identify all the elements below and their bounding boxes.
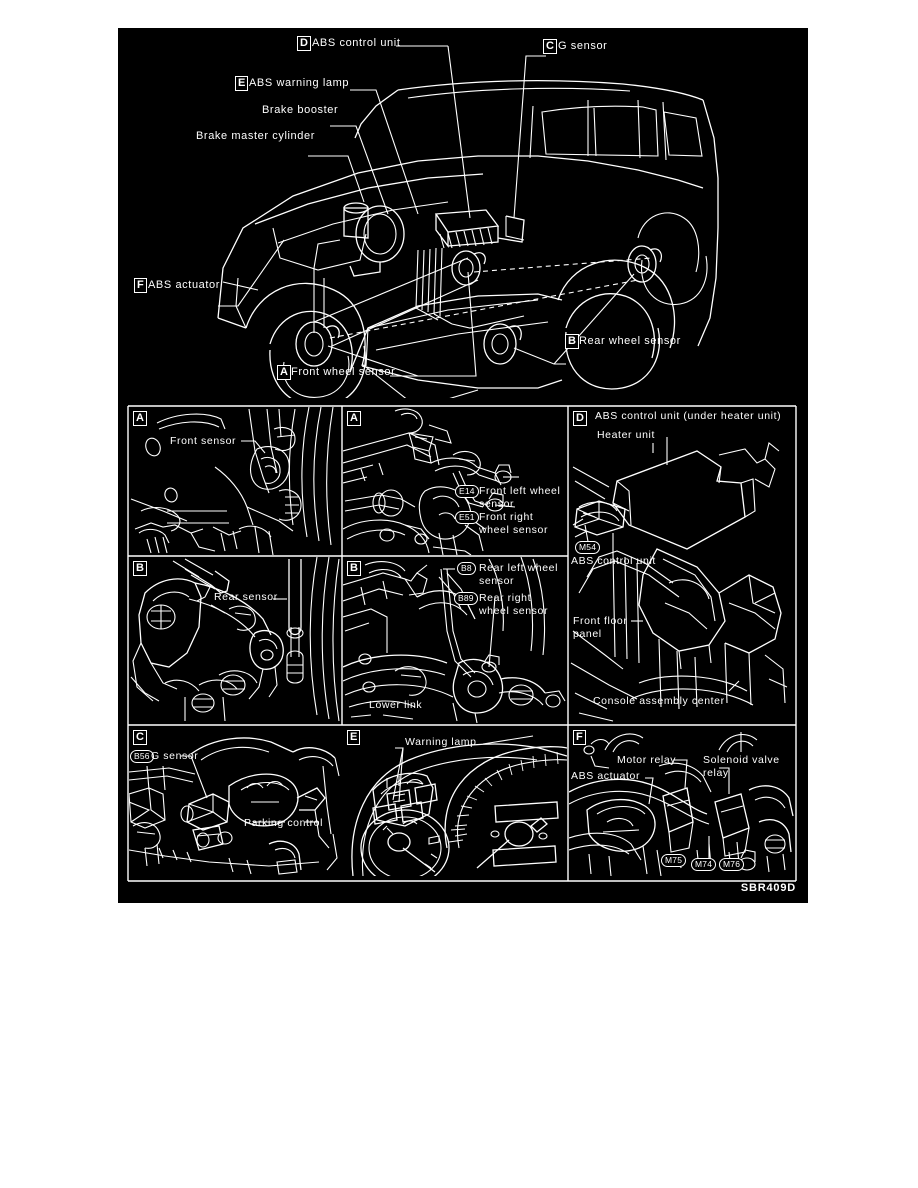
panel-b-artwork [130, 557, 340, 722]
callout-label-brake-booster: Brake booster [262, 104, 339, 116]
panel-e-warning-lamp: E Warning lamp [343, 726, 567, 876]
panel-d-label-front-floor-panel: Front floor panel [573, 615, 628, 640]
panel-a2-label-front-right-wheel-sensor: Front right wheel sensor [479, 511, 549, 536]
connector-m74: M74 [691, 858, 717, 871]
panel-b-rear-sensor: B Rear sensor [129, 557, 341, 723]
panel-b2-label-rear-right-wheel-sensor: Rear right wheel sensor [479, 592, 549, 617]
panel-key-f: F [573, 730, 586, 745]
panel-c-label-g-sensor: G sensor [151, 750, 199, 762]
connector-m76: M76 [719, 858, 745, 871]
panel-b-label-rear-sensor: Rear sensor [214, 591, 278, 603]
panel-key-a-2: A [347, 411, 361, 426]
panel-f-label-abs-actuator: ABS actuator [571, 770, 641, 782]
callout-key-A: A [277, 365, 291, 380]
panel-key-b-2: B [347, 561, 361, 576]
connector-e14: E14 [455, 485, 479, 498]
panel-key-d: D [573, 411, 587, 426]
callout-label-rear-wheel-sensor: Rear wheel sensor [579, 335, 681, 347]
panel-b2-label-rear-left-wheel-sensor: Rear left wheel sensor [479, 562, 559, 587]
abs-component-parts-location-figure: D ABS control unit C G sensor E ABS warn… [118, 28, 808, 903]
panel-a2-artwork [343, 408, 519, 555]
callout-label-abs-warning-lamp: ABS warning lamp [249, 77, 350, 89]
panel-b-rear-wheel-sensor-connectors: B B8 Rear left wheel sensor B89 Rear rig… [343, 557, 567, 723]
panel-b2-label-lower-link: Lower link [369, 699, 423, 711]
panel-key-e: E [347, 730, 361, 745]
panel-a-front-sensor: A Front sensor [129, 407, 341, 555]
panel-key-b-1: B [133, 561, 147, 576]
callout-label-brake-master-cylinder: Brake master cylinder [196, 130, 315, 142]
figure-code: SBR409D [740, 882, 796, 894]
connector-m54: M54 [575, 541, 601, 554]
callout-label-abs-actuator: ABS actuator [148, 279, 221, 291]
connector-m75: M75 [661, 854, 687, 867]
panel-f-abs-actuator: F Motor relay ABS actuator Solenoid valv… [569, 726, 795, 876]
callout-label-g-sensor: G sensor [558, 40, 608, 52]
connector-b8: B8 [457, 562, 476, 575]
panel-d-label-heater-unit: Heater unit [597, 429, 655, 441]
subpanel-grid [127, 405, 797, 882]
callout-label-abs-control-unit: ABS control unit [312, 37, 401, 49]
vehicle-illustration [217, 45, 719, 398]
panel-key-c: C [133, 730, 147, 745]
panel-d-artwork [570, 437, 788, 722]
connector-e51: E51 [455, 511, 479, 524]
connector-b56: B56 [130, 750, 154, 763]
panel-a-front-wheel-sensor-connectors: A E14 Front left wheel sensor E51 Front … [343, 407, 567, 555]
panel-a2-label-front-left-wheel-sensor: Front left wheel sensor [479, 485, 561, 510]
callout-label-front-wheel-sensor: Front wheel sensor [291, 366, 396, 378]
panel-e-label-warning-lamp: Warning lamp [405, 736, 477, 748]
panel-d-label-console-assembly-center: Console assembly center [593, 695, 725, 707]
panel-c-g-sensor: C B56 G sensor Parking control [129, 726, 341, 876]
callout-key-E: E [235, 76, 249, 91]
connector-b89: B89 [454, 592, 478, 605]
panel-f-label-solenoid-valve-relay: Solenoid valve relay [703, 754, 780, 779]
panel-c-label-parking-control: Parking control [244, 817, 324, 829]
panel-key-a-1: A [133, 411, 147, 426]
callout-key-F: F [134, 278, 147, 293]
panel-c-artwork [129, 737, 340, 875]
panel-d-title: ABS control unit (under heater unit) [595, 410, 782, 422]
panel-d-label-abs-control-unit: ABS control unit [571, 555, 656, 567]
panel-d-abs-control-unit: D ABS control unit (under heater unit) H… [569, 407, 795, 724]
callout-key-C: C [543, 39, 557, 54]
panel-a-artwork [130, 407, 334, 555]
panel-a-label-front-sensor: Front sensor [170, 435, 237, 447]
panel-e-artwork [351, 735, 567, 876]
callout-key-D: D [297, 36, 311, 51]
panel-f-label-motor-relay: Motor relay [617, 754, 677, 766]
callout-key-B: B [565, 334, 579, 349]
